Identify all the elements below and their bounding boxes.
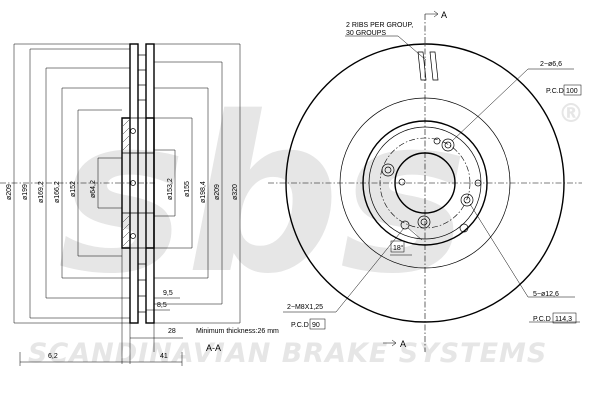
dia-155: ø155	[184, 181, 191, 197]
ribs-note-line2: 30 GROUPS	[346, 30, 386, 37]
pcd-small-value: 100	[566, 88, 578, 95]
registered-mark: ®	[558, 99, 584, 129]
pcd-thread-value: 90	[312, 322, 320, 329]
section-marker-bottom: A	[400, 339, 406, 349]
dim-8-5: 8,5	[157, 302, 167, 309]
pcd-small-label: P.C.D	[546, 88, 564, 95]
dia-320: ø320	[232, 184, 239, 200]
front-view: A A 2 RIBS PER GROUP, 30 GROUPS 2−ø6,6 P…	[268, 10, 582, 352]
watermark: sbs ® SCANDINAVIAN BRAKE SYSTEMS	[28, 70, 584, 369]
hat-outer-ring	[362, 120, 488, 246]
bolt-holes	[381, 137, 482, 233]
section-view: ø209 ø199 ø169,2 ø166,2 ø152 ø64,2 ø153,…	[0, 43, 279, 366]
pcd-bolt-value: 114,3	[555, 316, 572, 323]
dia-166-2: ø166,2	[54, 181, 61, 203]
dia-209-left: ø209	[6, 184, 13, 200]
ribs-note-line1: 2 RIBS PER GROUP,	[346, 22, 413, 29]
thread-note: 2−M8X1,25	[287, 304, 323, 311]
small-holes-note: 2−ø6,6	[540, 61, 562, 68]
dim-6-2: 6,2	[48, 353, 58, 360]
dia-209-right: ø209	[214, 184, 221, 200]
dim-9-5: 9,5	[163, 290, 173, 297]
vent-rib-group	[417, 51, 439, 81]
friction-inner-ring	[339, 97, 511, 269]
dim-28: 28	[168, 328, 176, 335]
pcd-bolt-label: P.C.D	[533, 316, 551, 323]
disc-outer-plate	[129, 43, 139, 324]
pcd-thread-label: P.C.D	[291, 322, 309, 329]
sbs-logo-watermark: sbs	[58, 70, 468, 321]
dia-198-4: ø198,4	[200, 181, 207, 203]
angle-18: 18°	[393, 244, 404, 252]
min-thickness-note: Minimum thickness:26 mm	[196, 328, 279, 335]
center-bore	[394, 152, 456, 214]
dia-152: ø152	[70, 181, 77, 197]
dia-199: ø199	[22, 184, 29, 200]
section-title: A-A	[206, 343, 221, 353]
dim-41: 41	[160, 353, 168, 360]
dia-64-2: ø64,2	[90, 180, 97, 198]
brand-name-watermark: SCANDINAVIAN BRAKE SYSTEMS	[28, 338, 547, 369]
section-marker-top: A	[441, 10, 447, 20]
dia-153-2: ø153,2	[167, 178, 174, 200]
disc-outer-edge	[285, 43, 565, 323]
dia-169-2: ø169,2	[38, 181, 45, 203]
bolt-holes-note: 5−ø12,6	[533, 291, 559, 298]
